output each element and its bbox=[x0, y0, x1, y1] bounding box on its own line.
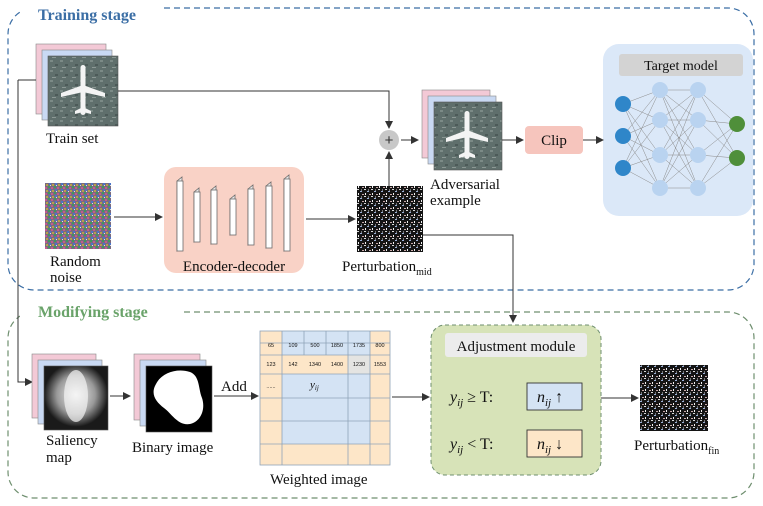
perturbation-fin-label: Perturbationfin bbox=[634, 438, 719, 457]
binary-image-label: Binary image bbox=[132, 440, 214, 456]
network-edge bbox=[697, 123, 738, 189]
network-edge bbox=[622, 135, 661, 189]
grid-cell: 123 bbox=[266, 362, 275, 368]
network-node bbox=[729, 150, 745, 166]
network-nodes bbox=[615, 82, 745, 196]
network-node bbox=[729, 116, 745, 132]
modifying-connectors bbox=[110, 392, 639, 402]
adversarial-example-images bbox=[421, 89, 503, 171]
network-node bbox=[690, 112, 706, 128]
grid-cell: 1850 bbox=[331, 343, 343, 349]
grid-cell: 1340 bbox=[309, 362, 321, 368]
network-edge bbox=[622, 89, 661, 169]
network-edge bbox=[697, 89, 738, 125]
grid-dots: ...... bbox=[266, 384, 276, 390]
network-edge bbox=[659, 89, 699, 189]
network-edge bbox=[659, 154, 699, 189]
network-edge bbox=[659, 89, 699, 121]
decrease-box bbox=[526, 429, 583, 458]
network-edge bbox=[622, 119, 661, 169]
network-node bbox=[690, 147, 706, 163]
condition-ge: yij ≥ T: bbox=[448, 389, 493, 409]
airplane-icon bbox=[446, 111, 488, 159]
add-label: Add bbox=[221, 379, 247, 395]
network-node bbox=[615, 160, 631, 176]
encoder-decoder-label: Encoder-decoder bbox=[183, 259, 285, 275]
perturbation-fin-image bbox=[640, 365, 708, 431]
modifying-stage-title: Modifying stage bbox=[38, 304, 148, 321]
saliency-label-2: map bbox=[46, 450, 72, 466]
network-edge bbox=[659, 119, 699, 156]
network-edge bbox=[622, 89, 661, 137]
adversarial-label-2: example bbox=[430, 193, 481, 209]
adjustment-module-label: Adjustment module bbox=[457, 339, 576, 355]
network-node bbox=[652, 112, 668, 128]
network-node bbox=[615, 128, 631, 144]
network-node bbox=[690, 82, 706, 98]
network-edge bbox=[697, 123, 738, 156]
random-noise-label-1: Random bbox=[50, 254, 101, 270]
adversarial-label-1: Adversarial bbox=[430, 177, 500, 193]
grid-cell: 109 bbox=[288, 343, 297, 349]
network-node bbox=[652, 180, 668, 196]
network-edge bbox=[697, 157, 738, 189]
clip-box bbox=[525, 126, 583, 154]
target-model-title-bar bbox=[619, 54, 743, 76]
training-stage-frame bbox=[7, 7, 755, 291]
random-noise-label-2: noise bbox=[50, 270, 82, 286]
grid-cell: 1230 bbox=[353, 362, 365, 368]
network-node bbox=[690, 180, 706, 196]
grid-cell: 142 bbox=[288, 362, 297, 368]
grid-cell: 800 bbox=[375, 343, 384, 349]
target-model-label: Target model bbox=[644, 59, 718, 74]
network-edge bbox=[622, 103, 661, 189]
training-stage-title: Training stage bbox=[38, 7, 136, 24]
training-connectors bbox=[17, 79, 604, 386]
sum-node-symbol: + bbox=[385, 132, 394, 149]
weighted-image-grid: 65 109 500 1850 1735 800 123 142 1340 14… bbox=[259, 330, 391, 466]
train-set-label: Train set bbox=[46, 131, 99, 147]
modifying-stage-frame bbox=[7, 311, 755, 499]
network-edge bbox=[697, 89, 738, 159]
saliency-map-images bbox=[31, 353, 109, 431]
clip-label: Clip bbox=[541, 133, 567, 149]
adjustment-module-title-bar bbox=[445, 333, 587, 357]
grid-cell: 1400 bbox=[331, 362, 343, 368]
sum-node bbox=[379, 130, 399, 150]
network-edge bbox=[659, 119, 699, 189]
network-node bbox=[615, 96, 631, 112]
grid-cell: 1735 bbox=[353, 343, 365, 349]
encoder-decoder-layers bbox=[176, 174, 291, 252]
train-set-images bbox=[35, 43, 119, 127]
perturbation-mid-image bbox=[357, 186, 423, 252]
binary-image-images bbox=[133, 353, 213, 433]
grid-yij: yij bbox=[309, 379, 319, 392]
condition-lt: yij < T: bbox=[448, 436, 493, 456]
random-noise-image bbox=[45, 183, 111, 249]
increase-box bbox=[526, 382, 583, 411]
grid-cell: 500 bbox=[310, 343, 319, 349]
network-edge bbox=[697, 119, 738, 159]
saliency-label-1: Saliency bbox=[46, 433, 98, 449]
network-edge bbox=[659, 89, 699, 156]
network-node bbox=[652, 147, 668, 163]
decrease-label: nij ↓ bbox=[537, 436, 563, 456]
weighted-image-label: Weighted image bbox=[270, 472, 368, 488]
grid-cell: 1553 bbox=[374, 362, 386, 368]
network-node bbox=[652, 82, 668, 98]
increase-label: nij ↑ bbox=[537, 389, 563, 409]
airplane-icon bbox=[61, 65, 105, 115]
grid-cell: 65 bbox=[268, 343, 274, 349]
perturbation-mid-label: Perturbationmid bbox=[342, 259, 432, 278]
target-model-box bbox=[603, 44, 753, 216]
